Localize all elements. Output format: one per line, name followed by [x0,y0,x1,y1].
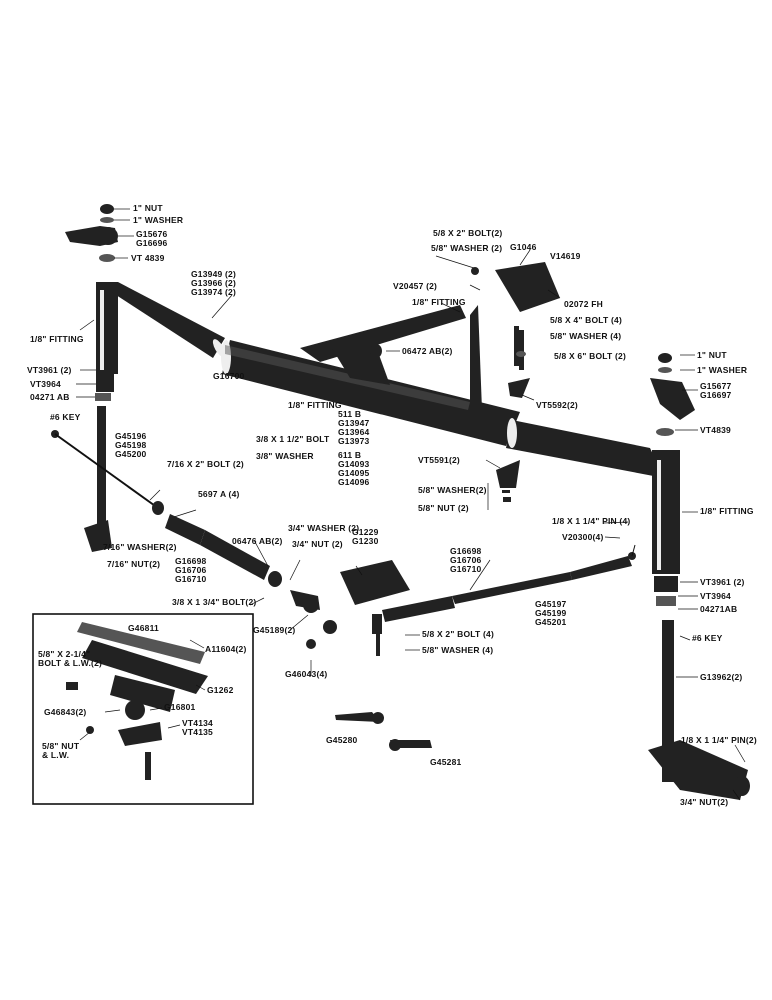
label-g13949: G13949 (2)G13966 (2)G13974 (2) [191,269,236,297]
label-bolt-112: 3/8 X 1 1/2" BOLT [256,434,330,444]
label-fitting-left: 1/8" FITTING [30,334,84,344]
left-spindle-assembly [65,204,118,552]
label-vt4839-left: VT 4839 [131,253,165,263]
label-fitting-right: 1/8" FITTING [700,506,754,516]
label-v20457: V20457 (2) [393,281,438,291]
label-nut-34: 3/4" NUT (2) [292,539,343,549]
right-spindle-assembly [648,353,750,800]
label-nut-left: 1" NUT [133,203,163,213]
center-steering-arm [290,560,410,656]
label-washer-716: 7/16" WASHER(2) [103,542,177,552]
label-vt3961-left: VT3961 (2) [27,365,72,375]
label-key-right: #6 KEY [692,633,723,643]
label-nut-lw: 5/8" NUT& L.W. [42,741,80,760]
label-04271-left: 04271 AB [30,392,70,402]
tie-rod-ends [335,712,432,751]
leader-lines [76,208,746,801]
label-bolt-4: 5/8 X 4" BOLT (4) [550,315,622,325]
label-washer-38: 3/8" WASHER [256,451,314,461]
label-g16700: G16700 [213,371,245,381]
label-g46043: G46043(4) [285,669,328,679]
label-04271-right: 04271AB [700,604,738,614]
label-key-left: #6 KEY [50,412,81,422]
label-pin-2: 1/8 X 1 1/4" PIN(2) [681,735,757,745]
label-vt5592: VT5592(2) [536,400,578,410]
label-bolt-58-2: 5/8 X 2" BOLT (4) [422,629,494,639]
label-g46811: G46811 [128,623,159,633]
label-g46843: G46843(2) [44,707,87,717]
detail-inset [32,613,254,805]
label-vt3964-left: VT3964 [30,379,61,389]
label-g16801: G16801 [164,702,196,712]
label-washer-4: 5/8" WASHER (4) [550,331,622,341]
label-fitting-top: 1/8" FITTING [412,297,466,307]
label-g1046: G1046 [510,242,537,252]
label-nut-34-right: 3/4" NUT(2) [680,797,729,807]
label-06472: 06472 AB(2) [402,346,453,356]
label-06476: 06476 AB(2) [232,536,283,546]
label-bolt-2-top: 5/8 X 2" BOLT(2) [433,228,503,238]
top-bracket [471,262,560,502]
label-nut-right: 1" NUT [697,350,727,360]
label-g45189: G45189(2) [253,625,296,635]
label-vt4839-right: VT4839 [700,425,731,435]
label-v20300: V20300(4) [562,532,604,542]
label-washer-58: 5/8" WASHER (4) [422,645,494,655]
axle-beam [221,305,520,446]
label-g45280: G45280 [326,735,358,745]
label-washer-34: 3/4" WASHER (2) [288,523,360,533]
label-vt3961-right: VT3961 (2) [700,577,745,587]
label-washer-right: 1" WASHER [697,365,748,375]
label-washer-2-top: 5/8" WASHER (2) [431,243,503,253]
label-bolt-716: 7/16 X 2" BOLT (2) [167,459,244,469]
left-tube [96,282,225,358]
label-g1262: G1262 [207,685,234,695]
label-bolt-6: 5/8 X 6" BOLT (2) [554,351,626,361]
label-bolt-58-lw: 5/8" X 2-1/4"BOLT & L.W.(2) [38,649,103,668]
left-tie-rod [51,430,282,587]
label-nut-716: 7/16" NUT(2) [107,559,161,569]
label-nut-2-mid: 5/8" NUT (2) [418,503,469,513]
label-vt5591: VT5591(2) [418,455,460,465]
label-g45281: G45281 [430,757,462,767]
label-g13962: G13962(2) [700,672,743,682]
label-bolt-38-134: 3/8 X 1 3/4" BOLT(2) [172,597,257,607]
label-02072: 02072 FH [564,299,603,309]
label-vt3964-right: VT3964 [700,591,731,601]
right-tie-rod [382,544,636,622]
label-v14619: V14619 [550,251,581,261]
label-washer-2-mid: 5/8" WASHER(2) [418,485,487,495]
label-pin-4: 1/8 X 1 1/4" PIN (4) [552,516,631,526]
label-5697: 5697 A (4) [198,489,240,499]
label-a11604: A11604(2) [205,644,247,654]
label-fitting-mid: 1/8" FITTING [288,400,342,410]
right-tube [506,420,664,478]
label-washer-left: 1" WASHER [133,215,184,225]
